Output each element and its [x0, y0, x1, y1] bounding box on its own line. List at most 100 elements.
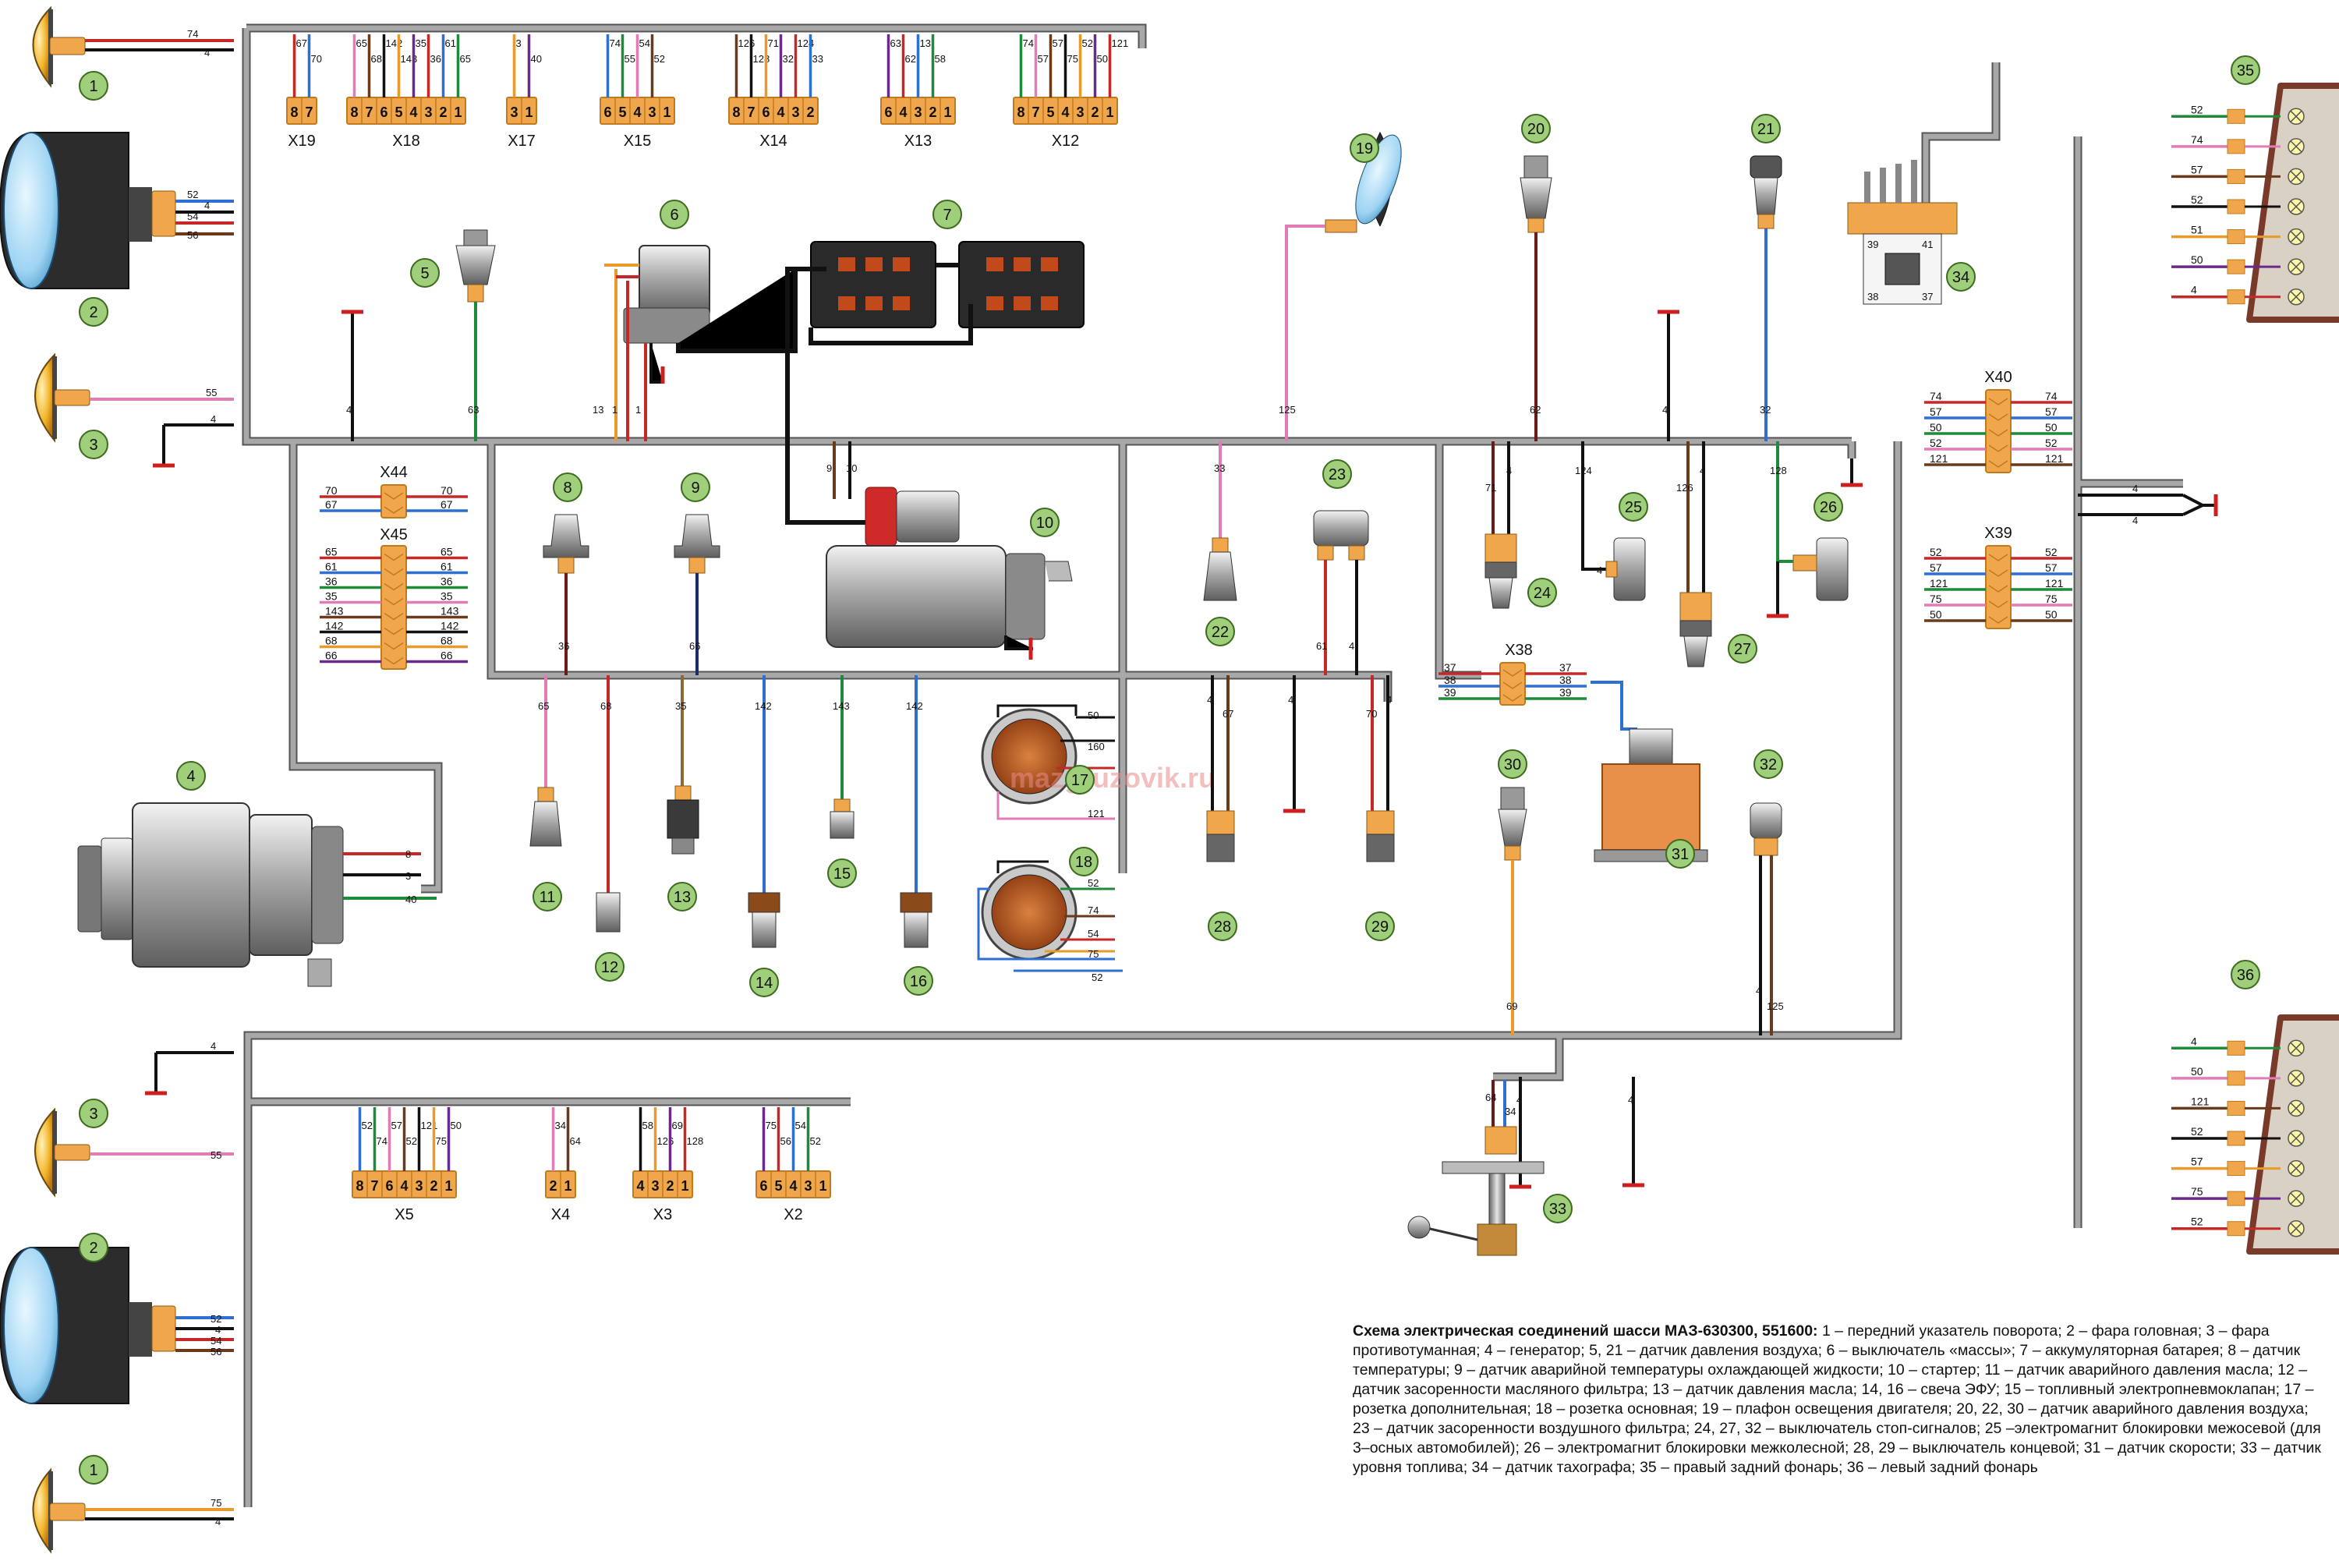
svg-text:4: 4: [186, 768, 195, 785]
svg-text:33: 33: [1214, 462, 1225, 474]
pin-number: 1: [663, 104, 671, 120]
callout-10: 10: [1030, 508, 1060, 537]
svg-text:3: 3: [89, 437, 97, 454]
wire-number: 128: [687, 1135, 704, 1147]
wire-number: 52: [362, 1120, 373, 1131]
oil-filter-sensor-12: 68: [596, 675, 621, 933]
wire-number: 142: [441, 620, 459, 632]
interwheel-magnet-26: 128: [1767, 441, 1849, 618]
svg-text:7: 7: [943, 207, 951, 224]
wire-number: 66: [325, 649, 338, 662]
pin-number: 7: [305, 104, 313, 120]
coolant-alarm-sensor-9: 66: [674, 514, 720, 675]
callout-24: 24: [1527, 578, 1557, 607]
svg-text:62: 62: [1530, 404, 1541, 416]
connector-name: X2: [784, 1206, 802, 1223]
pin-number: 7: [365, 104, 373, 120]
pin-number: 1: [1106, 104, 1113, 120]
svg-text:11: 11: [540, 889, 556, 906]
wire-number: 50: [451, 1120, 462, 1131]
svg-text:142: 142: [906, 700, 923, 712]
svg-text:35: 35: [675, 700, 686, 712]
wire-number: 57: [1930, 405, 1942, 418]
pin-number: 2: [666, 1178, 674, 1194]
wire-number: 51: [2191, 224, 2203, 236]
pin-number: 7: [747, 104, 755, 120]
svg-text:25: 25: [1625, 499, 1642, 516]
connector-name: X13: [904, 133, 932, 150]
svg-text:36: 36: [2237, 967, 2254, 984]
wire-number: 50: [1930, 608, 1942, 621]
svg-text:56: 56: [187, 229, 198, 241]
svg-text:22: 22: [1212, 624, 1229, 641]
svg-text:19: 19: [1356, 140, 1373, 158]
svg-text:16: 16: [910, 973, 927, 990]
wire-number: 57: [2045, 561, 2058, 574]
svg-text:28: 28: [1214, 919, 1231, 936]
svg-text:6: 6: [670, 207, 678, 224]
svg-text:1: 1: [612, 404, 617, 416]
wire-number: 57: [1038, 53, 1049, 65]
pin-number: 3: [1076, 104, 1084, 120]
wire-number: 52: [810, 1135, 821, 1147]
wire-number: 36: [325, 575, 338, 588]
pin-number: 3: [914, 104, 922, 120]
svg-text:34: 34: [1952, 269, 1969, 286]
pin-number: 3: [648, 104, 656, 120]
pin-number: 8: [732, 104, 740, 120]
wire-number: 142: [325, 620, 344, 632]
wire-number: 61: [445, 37, 456, 49]
svg-text:17: 17: [1071, 772, 1088, 789]
pin-number: 6: [762, 104, 770, 120]
wire-number: 38: [1559, 674, 1572, 686]
pin-number: 2: [929, 104, 936, 120]
wire-number: 74: [610, 37, 621, 49]
callout-25: 25: [1619, 492, 1648, 522]
svg-text:4: 4: [2132, 483, 2138, 494]
pin-number: 7: [1031, 104, 1039, 120]
wire-number: 121: [2191, 1095, 2210, 1107]
efu-plug-16: 142: [900, 675, 932, 948]
pin-number: 6: [380, 104, 387, 120]
connector-name: X17: [508, 133, 536, 150]
wire-number: 40: [531, 53, 542, 65]
wire-number: 75: [1067, 53, 1078, 65]
callout-4: 4: [176, 761, 206, 791]
svg-text:61: 61: [1316, 640, 1327, 652]
svg-text:36: 36: [558, 640, 569, 652]
callout-20: 20: [1521, 114, 1551, 143]
svg-text:66: 66: [689, 640, 700, 652]
svg-text:68: 68: [600, 700, 611, 712]
svg-text:52: 52: [1092, 972, 1102, 983]
svg-text:1: 1: [89, 78, 97, 95]
svg-text:4: 4: [204, 200, 210, 211]
wire-number: 52: [2045, 546, 2058, 558]
connector-name: X14: [759, 133, 787, 150]
svg-text:128: 128: [1770, 465, 1787, 476]
svg-text:54: 54: [187, 211, 198, 222]
callout-32: 32: [1753, 749, 1783, 779]
wire-number: 50: [2045, 608, 2058, 621]
diagram-caption: Схема электрическая соединений шасси МАЗ…: [1353, 1322, 2323, 1478]
wire-number: 35: [325, 590, 338, 603]
pin-number: 3: [791, 104, 799, 120]
svg-text:52: 52: [211, 1313, 221, 1325]
air-alarm-sensor-30: 69: [1498, 787, 1527, 1035]
svg-text:31: 31: [1672, 846, 1689, 863]
callout-1: 1: [79, 1455, 108, 1485]
pin-number: 8: [290, 104, 298, 120]
wire-number: 37: [1444, 661, 1456, 674]
callout-7: 7: [932, 200, 962, 229]
connector-name: X38: [1505, 642, 1533, 659]
wire-number: 57: [1053, 37, 1063, 49]
connector-name: X39: [1984, 525, 2012, 542]
svg-text:24: 24: [1534, 585, 1551, 602]
callout-21: 21: [1751, 114, 1781, 143]
